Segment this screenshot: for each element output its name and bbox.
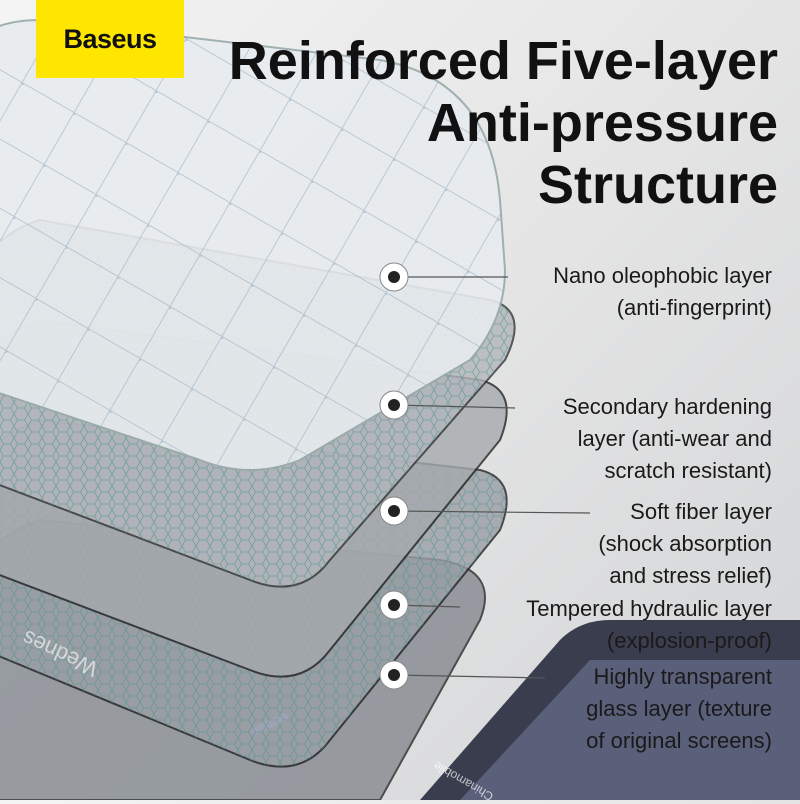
label-line: Nano oleophobic layer: [553, 263, 772, 288]
layer-label-transparent-glass: Highly transparent glass layer (texture …: [586, 661, 772, 757]
phone-body: [420, 620, 800, 800]
headline-line: Reinforced Five-layer: [228, 31, 778, 91]
label-line: Tempered hydraulic layer: [526, 596, 772, 621]
label-line: Soft fiber layer: [630, 499, 772, 524]
layer-label-soft-fiber: Soft fiber layer (shock absorption and s…: [598, 496, 772, 592]
brand-logo: Baseus: [36, 0, 184, 78]
headline-line: Structure: [537, 155, 778, 215]
label-line: (explosion-proof): [606, 628, 772, 653]
label-line: and stress relief): [609, 563, 772, 588]
callout-dots: [379, 262, 409, 690]
label-line: glass layer (texture: [586, 696, 772, 721]
label-line: Secondary hardening: [562, 394, 772, 419]
label-line: (anti-fingerprint): [616, 295, 772, 320]
label-line: layer (anti-wear and: [577, 426, 772, 451]
headline: Reinforced Five-layer Anti-pressure Stru…: [229, 30, 778, 216]
layer-label-nano-oleophobic: Nano oleophobic layer (anti-fingerprint): [553, 260, 772, 324]
label-line: scratch resistant): [604, 458, 773, 483]
label-line: (shock absorption: [598, 531, 772, 556]
label-line: Highly transparent: [593, 664, 772, 689]
label-line: of original screens): [586, 728, 772, 753]
layer-label-tempered-hydraulic: Tempered hydraulic layer (explosion-proo…: [526, 593, 772, 657]
layer-label-secondary-hardening: Secondary hardening layer (anti-wear and…: [563, 391, 772, 487]
headline-line: Anti-pressure: [426, 93, 778, 153]
